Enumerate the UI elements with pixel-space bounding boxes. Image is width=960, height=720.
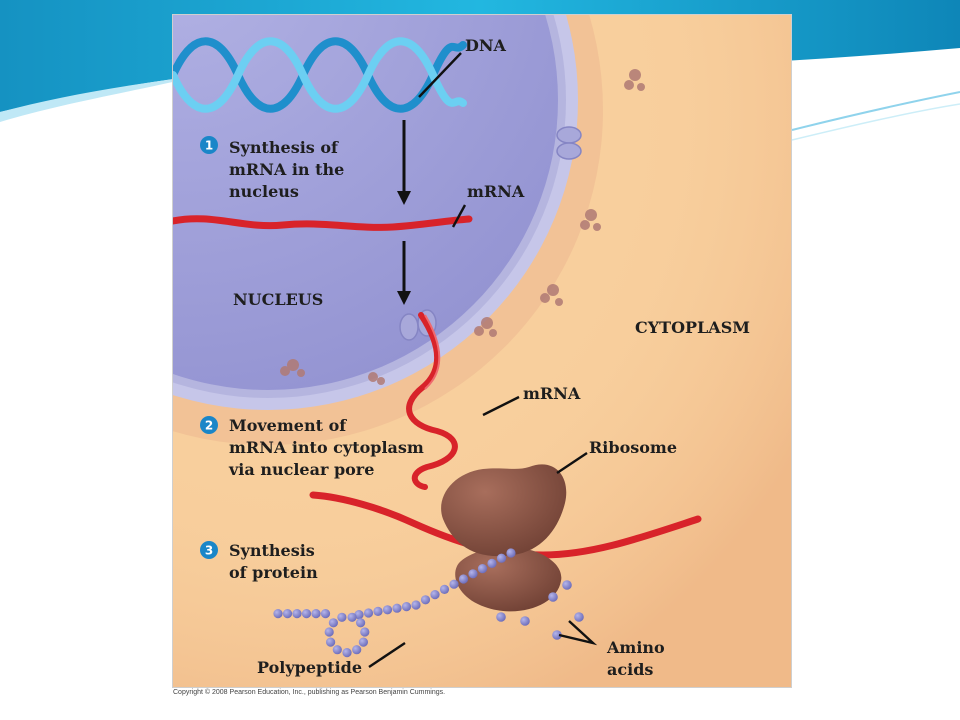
amino-acid-icon xyxy=(373,606,383,617)
step-badge xyxy=(200,541,218,559)
step-number: 3 xyxy=(205,544,213,558)
right-swoosh-line-2 xyxy=(791,103,960,141)
step-3: 3 Synthesis of protein xyxy=(200,541,318,582)
step-text-line: Movement of xyxy=(229,416,347,435)
amino-acid-icon xyxy=(520,616,530,626)
amino-acid-icon xyxy=(311,609,321,619)
amino-acid-icon xyxy=(506,548,516,558)
dna-helix-icon xyxy=(173,37,467,113)
amino-acid-icon xyxy=(392,603,402,613)
copyright-notice: Copyright © 2008 Pearson Education, Inc.… xyxy=(173,689,446,696)
mrna-cytoplasm-leader-line xyxy=(482,395,520,417)
mrna-strand-exit xyxy=(406,312,458,490)
amino-acid-icon xyxy=(382,605,393,615)
amino-acid-icon xyxy=(496,553,507,563)
amino-acid-icon xyxy=(477,564,488,574)
amino-acids-label-line-1: Amino xyxy=(606,638,665,657)
ribosome-label: Ribosome xyxy=(589,438,677,457)
amino-acid-icon xyxy=(420,595,431,605)
amino-acid-icon xyxy=(552,630,562,640)
amino-acid-icon xyxy=(449,579,459,589)
protein-synthesis-diagram: DNA mRNA NUCLEUS CYTOPLASM mRNA Ribosome… xyxy=(173,15,791,687)
step-text-line: Synthesis of xyxy=(229,138,339,157)
step-badge xyxy=(200,136,218,154)
step-text-line: via nuclear pore xyxy=(228,460,374,479)
nucleus-label: NUCLEUS xyxy=(233,290,323,309)
mrna-nucleus-label: mRNA xyxy=(467,182,525,201)
right-swoosh-line xyxy=(791,91,960,131)
amino-acid-icon xyxy=(301,609,312,619)
step-1: 1 Synthesis of mRNA in the nucleus xyxy=(200,136,344,201)
free-amino-acids xyxy=(496,580,584,640)
amino-acid-icon xyxy=(273,609,283,619)
nuclear-pore-icon xyxy=(556,126,582,160)
amino-acid-icon xyxy=(292,609,302,619)
amino-acid-icon xyxy=(326,637,336,647)
step-text-line: nucleus xyxy=(229,182,299,201)
amino-acid-icon xyxy=(324,627,334,637)
step-text-line: Synthesis xyxy=(229,541,315,560)
pore-clusters xyxy=(280,69,645,385)
amino-acid-icon xyxy=(347,612,357,622)
step-number: 1 xyxy=(205,139,213,153)
amino-acids-leader-line xyxy=(558,620,598,646)
dna-label: DNA xyxy=(465,36,507,55)
amino-acid-icon xyxy=(320,609,331,619)
amino-acid-icon xyxy=(411,600,421,610)
amino-acid-icon xyxy=(548,592,558,602)
amino-acid-icon xyxy=(358,637,368,647)
amino-acid-icon xyxy=(332,645,342,655)
amino-acid-icon xyxy=(496,612,506,622)
amino-acid-icon xyxy=(328,618,338,628)
ribosome-leader-line xyxy=(556,452,588,474)
amino-acid-icon xyxy=(487,558,497,569)
mrna-highlight xyxy=(424,314,441,390)
down-arrow-icon xyxy=(397,241,411,305)
cytoplasm-label: CYTOPLASM xyxy=(635,318,750,337)
amino-acids-label-line-2: acids xyxy=(607,660,653,679)
step-text-line: mRNA into cytoplasm xyxy=(229,438,424,457)
ribosome-icon xyxy=(441,464,567,612)
amino-acid-icon xyxy=(562,580,572,590)
step-number: 2 xyxy=(205,419,213,433)
amino-acid-icon xyxy=(360,627,370,637)
amino-acid-icon xyxy=(458,574,469,584)
mrna-strand-nucleus xyxy=(173,215,473,231)
polypeptide-chain xyxy=(273,548,516,658)
mrna-nucleus-leader-line xyxy=(451,204,467,228)
step-2: 2 Movement of mRNA into cytoplasm via nu… xyxy=(200,416,424,479)
amino-acid-icon xyxy=(352,645,362,655)
amino-acid-icon xyxy=(430,590,440,600)
polypeptide-leader-line xyxy=(368,642,406,668)
amino-acid-icon xyxy=(363,608,374,618)
amino-acid-icon xyxy=(574,612,584,622)
step-text-line: of protein xyxy=(229,563,318,582)
step-badge xyxy=(200,416,218,434)
polypeptide-label: Polypeptide xyxy=(257,658,362,677)
amino-acid-icon xyxy=(342,648,352,658)
dna-leader-line xyxy=(418,52,462,98)
amino-acid-icon xyxy=(282,609,293,619)
amino-acid-icon xyxy=(354,610,364,620)
amino-acid-icon xyxy=(439,584,450,595)
down-arrow-icon xyxy=(397,120,411,205)
amino-acid-icon xyxy=(401,602,412,612)
amino-acid-icon xyxy=(356,618,366,628)
amino-acid-icon xyxy=(337,612,347,622)
step-text-line: mRNA in the xyxy=(229,160,344,179)
mrna-cytoplasm-label: mRNA xyxy=(523,384,581,403)
amino-acid-icon xyxy=(468,569,478,579)
figure-panel: DNA mRNA NUCLEUS CYTOPLASM mRNA Ribosome… xyxy=(172,14,792,688)
